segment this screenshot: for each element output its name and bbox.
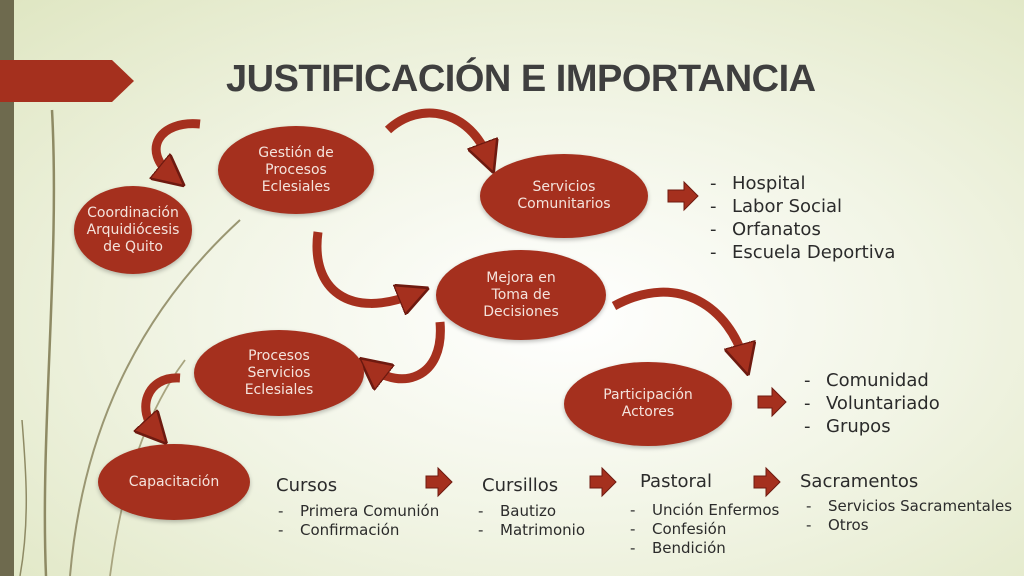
heading-cursillos: Cursillos	[482, 475, 559, 496]
slide-title: JUSTIFICACIÓN E IMPORTANCIA	[226, 58, 816, 100]
servicios-list: Hospital Labor Social Orfanatos Escuela …	[708, 172, 895, 264]
node-mejora-label: Mejora en Toma de Decisiones	[483, 269, 559, 320]
node-procesos-label: Procesos Servicios Eclesiales	[244, 347, 314, 398]
node-mejora: Mejora en Toma de Decisiones	[436, 250, 606, 340]
pastoral-list: Unción Enfermos Confesión Bendición	[628, 501, 779, 558]
list-item: Primera Comunión	[276, 502, 439, 521]
list-item: Bautizo	[476, 502, 585, 521]
heading-sacramentos: Sacramentos	[800, 471, 919, 492]
left-bar	[0, 0, 14, 576]
node-gestion-label: Gestión de Procesos Eclesiales	[258, 144, 334, 195]
cursillos-list: Bautizo Matrimonio	[476, 502, 585, 540]
list-item: Bendición	[628, 539, 779, 558]
curved-arrow-icon	[146, 108, 744, 432]
list-item: Grupos	[802, 415, 940, 438]
list-item: Labor Social	[708, 195, 895, 218]
list-item: Hospital	[708, 172, 895, 195]
node-capacitacion-label: Capacitación	[128, 473, 220, 490]
list-item: Matrimonio	[476, 521, 585, 540]
list-item: Escuela Deportiva	[708, 241, 895, 264]
list-item: Confesión	[628, 520, 779, 539]
heading-cursos: Cursos	[276, 475, 338, 496]
node-servicios-comunitarios-label: Servicios Comunitarios	[517, 179, 611, 212]
node-gestion: Gestión de Procesos Eclesiales	[218, 126, 374, 214]
node-participacion: Participación Actores	[564, 362, 732, 446]
node-capacitacion: Capacitación	[98, 444, 250, 520]
node-coordinacion: Coordinación Arquidiócesis de Quito	[74, 186, 192, 274]
cursos-list: Primera Comunión Confirmación	[276, 502, 439, 540]
list-item: Otros	[804, 516, 1012, 535]
node-procesos: Procesos Servicios Eclesiales	[194, 330, 364, 416]
right-arrow-icon	[425, 180, 787, 498]
node-servicios-comunitarios: Servicios Comunitarios	[480, 154, 648, 238]
title-tab-arrow	[0, 60, 134, 102]
list-item: Orfanatos	[708, 218, 895, 241]
list-item: Confirmación	[276, 521, 439, 540]
node-coordinacion-label: Coordinación Arquidiócesis de Quito	[86, 204, 180, 255]
node-participacion-label: Participación Actores	[603, 387, 693, 420]
list-item: Servicios Sacramentales	[804, 497, 1012, 516]
list-item: Comunidad	[802, 369, 940, 392]
list-item: Voluntariado	[802, 392, 940, 415]
heading-pastoral: Pastoral	[640, 471, 712, 492]
actores-list: Comunidad Voluntariado Grupos	[802, 369, 940, 438]
sacramentos-list: Servicios Sacramentales Otros	[804, 497, 1012, 535]
list-item: Unción Enfermos	[628, 501, 779, 520]
